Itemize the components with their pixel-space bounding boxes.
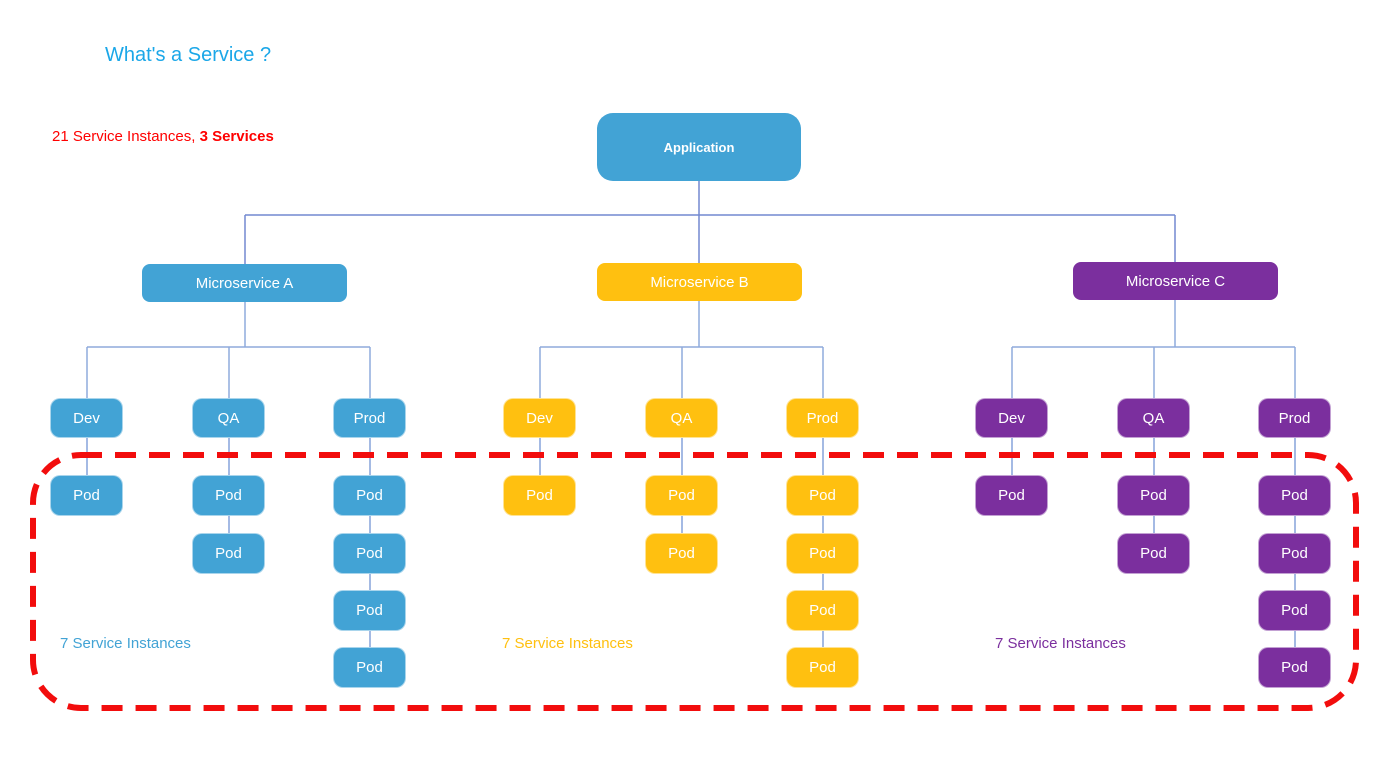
pod-node-b-prod-1: Pod — [786, 475, 859, 516]
env-node-c-prod: Prod — [1258, 398, 1331, 438]
pod-node-c-prod-3: Pod — [1258, 590, 1331, 631]
env-node-b-prod: Prod — [786, 398, 859, 438]
pod-node-c-qa-1: Pod — [1117, 475, 1190, 516]
env-node-b-dev: Dev — [503, 398, 576, 438]
microservice-c-node: Microservice C — [1073, 262, 1278, 300]
env-node-c-dev: Dev — [975, 398, 1048, 438]
summary-prefix: 21 Service Instances, — [52, 128, 200, 145]
pod-node-a-prod-2: Pod — [333, 533, 406, 574]
env-node-c-qa: QA — [1117, 398, 1190, 438]
pod-node-a-qa-2: Pod — [192, 533, 265, 574]
pod-node-c-qa-2: Pod — [1117, 533, 1190, 574]
summary-bold: 3 Services — [199, 128, 274, 145]
env-node-a-dev: Dev — [50, 398, 123, 438]
level2-connectors — [86, 300, 1296, 398]
env-node-a-qa: QA — [192, 398, 265, 438]
pod-node-b-qa-2: Pod — [645, 533, 718, 574]
pod-node-a-prod-1: Pod — [333, 475, 406, 516]
pod-node-b-prod-2: Pod — [786, 533, 859, 574]
page-title: What's a Service ? — [105, 44, 272, 66]
pod-node-a-prod-3: Pod — [333, 590, 406, 631]
env-node-a-prod: Prod — [333, 398, 406, 438]
pod-node-a-prod-4: Pod — [333, 647, 406, 688]
pod-node-c-prod-4: Pod — [1258, 647, 1331, 688]
pod-node-c-dev-1: Pod — [975, 475, 1048, 516]
pod-node-a-dev-1: Pod — [50, 475, 123, 516]
summary-text: 21 Service Instances, 3 Services — [52, 128, 274, 145]
pod-node-c-prod-2: Pod — [1258, 533, 1331, 574]
pod-node-c-prod-1: Pod — [1258, 475, 1331, 516]
microservice-a-node: Microservice A — [142, 264, 347, 302]
level1-connectors — [244, 181, 1176, 264]
pod-node-b-dev-1: Pod — [503, 475, 576, 516]
instances-label-c: 7 Service Instances — [995, 635, 1126, 652]
pod-node-b-prod-4: Pod — [786, 647, 859, 688]
pod-node-b-qa-1: Pod — [645, 475, 718, 516]
instances-label-a: 7 Service Instances — [60, 635, 191, 652]
instances-label-b: 7 Service Instances — [502, 635, 633, 652]
microservice-b-node: Microservice B — [597, 263, 802, 301]
pod-node-a-qa-1: Pod — [192, 475, 265, 516]
env-node-b-qa: QA — [645, 398, 718, 438]
application-node: Application — [597, 113, 801, 181]
pod-node-b-prod-3: Pod — [786, 590, 859, 631]
